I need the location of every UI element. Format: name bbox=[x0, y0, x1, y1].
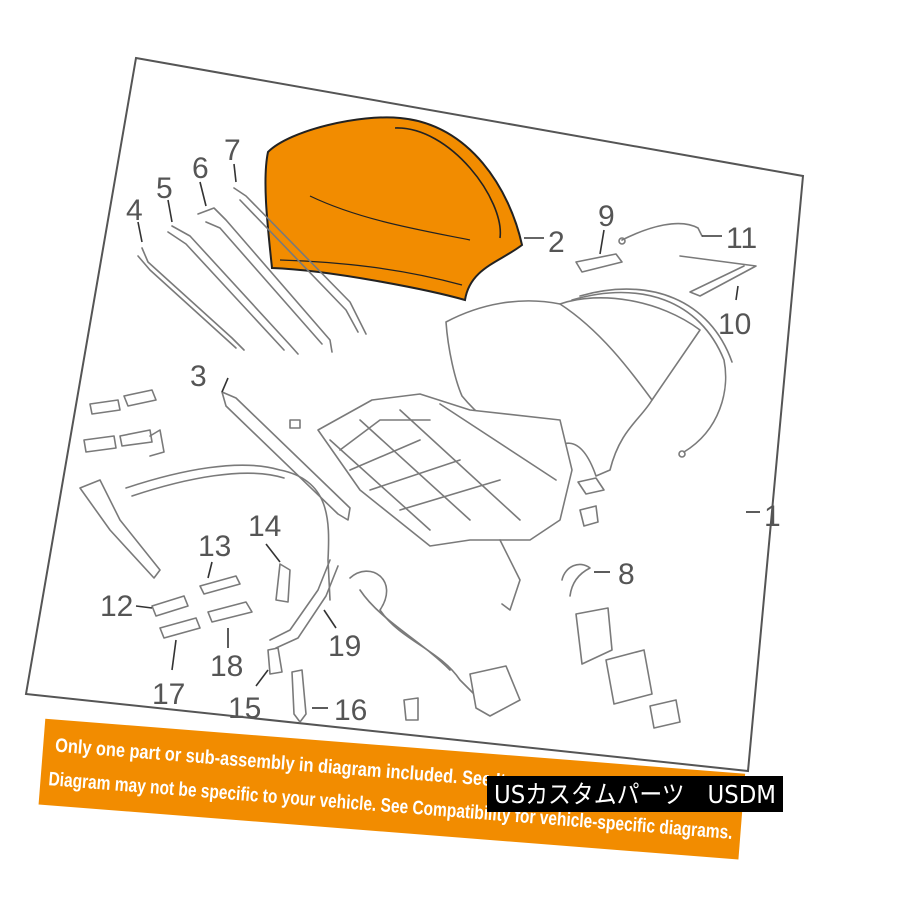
callout-4: 4 bbox=[126, 194, 143, 227]
leader-lines bbox=[135, 163, 760, 709]
disclaimer-background bbox=[38, 718, 746, 860]
part-13-trim[interactable] bbox=[199, 575, 241, 595]
part-12-trim[interactable] bbox=[151, 595, 189, 617]
callout-7: 7 bbox=[224, 134, 241, 167]
part-18-trim[interactable] bbox=[207, 601, 253, 623]
part-15-bracket[interactable] bbox=[267, 647, 283, 675]
part-3-trim[interactable] bbox=[221, 391, 351, 521]
part-19-seal[interactable] bbox=[269, 559, 339, 649]
callout-17: 17 bbox=[152, 678, 185, 711]
part-17-trim[interactable] bbox=[159, 617, 201, 639]
part-4-seal[interactable] bbox=[137, 247, 245, 351]
part-9-bracket[interactable] bbox=[575, 253, 623, 273]
callout-11: 11 bbox=[726, 222, 757, 255]
small-clip bbox=[289, 419, 301, 429]
part-10-trim[interactable] bbox=[679, 255, 757, 297]
callout-14: 14 bbox=[248, 510, 281, 543]
part-5-seal[interactable] bbox=[167, 225, 299, 355]
watermark-text: USカスタムパーツ USDM bbox=[494, 780, 776, 809]
small-bracket bbox=[577, 477, 605, 527]
callout-18: 18 bbox=[210, 650, 243, 683]
callout-6: 6 bbox=[192, 152, 209, 185]
part-7-seal[interactable] bbox=[233, 187, 367, 335]
callout-13: 13 bbox=[198, 530, 231, 563]
callout-8: 8 bbox=[618, 558, 635, 591]
callout-16: 16 bbox=[334, 694, 367, 727]
left-small-parts bbox=[79, 389, 331, 601]
callout-9: 9 bbox=[598, 200, 615, 233]
callout-19: 19 bbox=[328, 630, 361, 663]
callout-2: 2 bbox=[548, 226, 565, 259]
watermark-background bbox=[487, 776, 783, 812]
part-8-clip[interactable] bbox=[561, 563, 591, 597]
callout-12: 12 bbox=[100, 590, 133, 623]
part-11-cable[interactable] bbox=[618, 222, 703, 245]
callout-3: 3 bbox=[190, 360, 207, 393]
callout-10: 10 bbox=[718, 308, 751, 341]
hydraulic-lines bbox=[349, 570, 521, 721]
part-1-soft-top-assembly[interactable] bbox=[317, 288, 733, 611]
callout-5: 5 bbox=[156, 172, 173, 205]
callout-numbers: 1 2 3 4 5 6 7 8 9 10 11 12 13 14 15 16 1… bbox=[100, 134, 781, 727]
pump-assembly bbox=[575, 607, 681, 729]
part-2-top-cover[interactable] bbox=[264, 116, 524, 302]
callout-15: 15 bbox=[228, 692, 261, 725]
part-6-seal[interactable] bbox=[197, 207, 333, 353]
callout-1: 1 bbox=[764, 500, 781, 533]
part-14-trim[interactable] bbox=[275, 563, 291, 603]
part-16-bracket[interactable] bbox=[291, 669, 307, 723]
watermark: USカスタムパーツ USDM bbox=[487, 776, 783, 812]
